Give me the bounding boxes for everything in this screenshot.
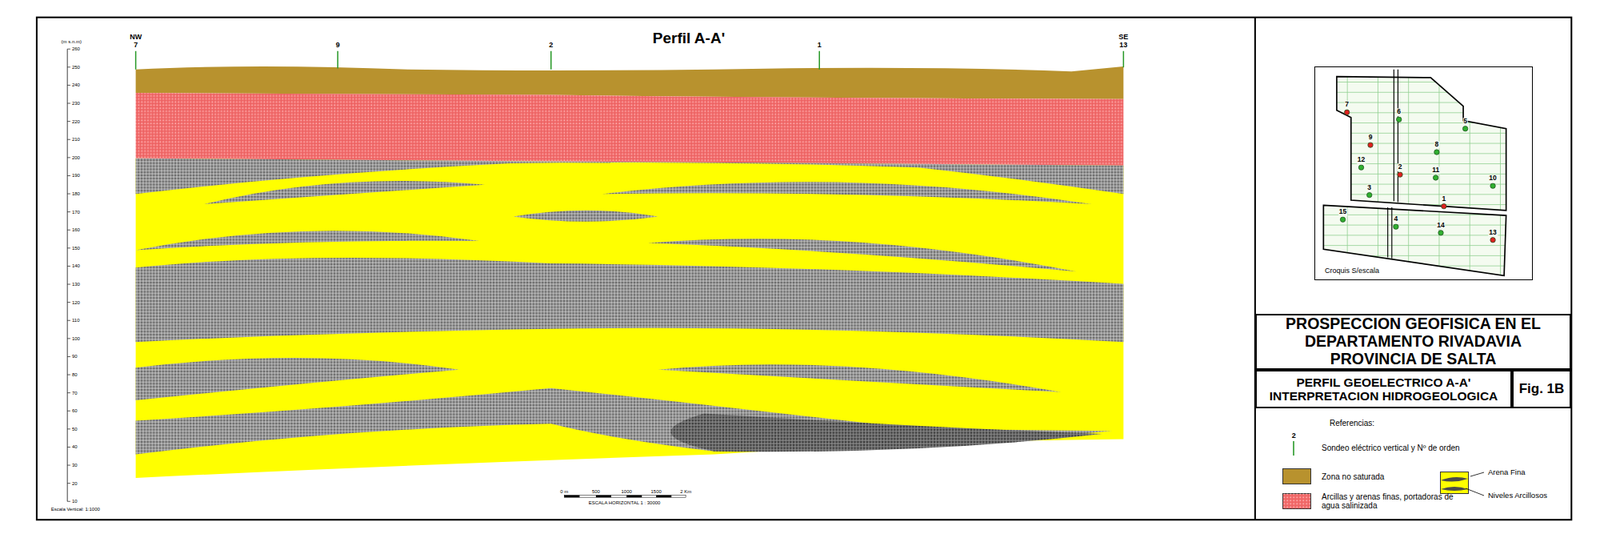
map-sounding-number: 6: [1396, 108, 1402, 116]
map-sounding-number: 13: [1488, 228, 1497, 236]
scale-bar-label: 1000: [620, 488, 632, 494]
axis-tick-label: 100: [72, 336, 80, 342]
map-sounding-number: 4: [1393, 216, 1400, 224]
sounding-number: 1: [817, 41, 822, 50]
sounding-number: 7: [133, 41, 138, 50]
map-sounding-number: 14: [1436, 221, 1445, 229]
legend-text: Arcillas y arenas finas, portadoras de a…: [1321, 492, 1456, 510]
map-sounding-number: 2: [1397, 164, 1404, 172]
axis-tick-label: 50: [72, 426, 78, 432]
axis-tick-label: 170: [72, 208, 80, 215]
legend-heading: Referencias:: [1329, 418, 1375, 428]
direction-label: SE: [1118, 33, 1128, 42]
legend-text: Sondeo eléctrico vertical y Nº de orden: [1321, 443, 1460, 452]
profile-title: Perfil A-A': [652, 30, 725, 48]
sounding-number: 2: [548, 41, 553, 50]
scale-bar-label: 1500: [650, 488, 661, 494]
map-inset-box: Croquis S/escala: [1314, 66, 1533, 280]
axis-tick-label: 190: [72, 172, 80, 179]
axis-tick-label: 80: [72, 372, 78, 378]
axis-tick-label: 40: [72, 444, 78, 450]
map-sounding-number: 11: [1431, 166, 1440, 174]
axis-unit: (m s.n.m): [61, 39, 82, 45]
title-block-cell: PERFIL GEOELECTRICO A-A' INTERPRETACION …: [1255, 369, 1512, 408]
map-sounding-number: 8: [1434, 140, 1440, 148]
axis-tick-label: 90: [72, 353, 78, 360]
axis-tick-label: 200: [72, 155, 80, 161]
map-sounding-number: 9: [1368, 134, 1374, 142]
axis-tick-label: 220: [72, 118, 80, 124]
axis-tick-label: 230: [72, 100, 80, 107]
horizontal-scale-note: ESCALA HORIZONTAL 1 : 30000: [588, 499, 661, 505]
vertical-scale-note: Escala Vertical: 1:1000: [51, 506, 100, 512]
axis-tick-label: 120: [72, 299, 80, 305]
legend-text: Niveles Arcillosos: [1488, 491, 1548, 500]
axis-tick-label: 160: [72, 227, 80, 233]
direction-label: NW: [129, 33, 142, 42]
scale-bar-label: 0 m: [560, 488, 568, 494]
axis-tick-label: 250: [72, 64, 80, 71]
axis-tick-label: 110: [72, 317, 80, 324]
scale-bar-label: 2 Km: [680, 488, 692, 494]
map-sounding-number: 7: [1344, 101, 1350, 109]
axis-tick-label: 180: [72, 191, 80, 197]
axis-tick-label: 70: [72, 389, 78, 396]
sounding-number: 13: [1119, 41, 1128, 50]
title-text: PERFIL GEOELECTRICO A-A' INTERPRETACION …: [1261, 375, 1506, 404]
map-sounding-number: 10: [1488, 175, 1497, 183]
axis-tick-label: 10: [72, 498, 78, 504]
map-sounding-number: 1: [1440, 195, 1447, 203]
title-block-cell: PROSPECCION GEOFISICA EN EL DEPARTAMENTO…: [1255, 313, 1572, 370]
legend-text: Arena Fina: [1488, 468, 1525, 476]
map-sounding-number: 3: [1366, 184, 1372, 192]
scale-bar-label: 500: [592, 488, 600, 494]
axis-tick-label: 260: [72, 46, 80, 52]
axis-tick-label: 150: [72, 245, 80, 252]
map-caption: Croquis S/escala: [1324, 266, 1380, 275]
axis-tick-label: 60: [72, 408, 78, 414]
map-sounding-number: 12: [1356, 156, 1366, 164]
axis-tick-label: 30: [72, 462, 78, 468]
axis-tick-label: 210: [72, 136, 80, 143]
title-text: Fig. 1B: [1519, 380, 1565, 396]
axis-tick-label: 140: [72, 263, 80, 269]
title-text: PROSPECCION GEOFISICA EN EL DEPARTAMENTO…: [1263, 315, 1564, 368]
axis-tick-label: 130: [72, 281, 80, 288]
axis-tick-label: 20: [72, 480, 78, 486]
axis-tick-label: 240: [72, 82, 80, 88]
figure-number-box: Fig. 1B: [1512, 369, 1572, 408]
sounding-number: 9: [336, 41, 340, 50]
legend-swatch: [1282, 468, 1312, 484]
map-sounding-number: 15: [1338, 208, 1348, 216]
map-sounding-number: 5: [1462, 117, 1468, 125]
legend-sounding-number: 2: [1292, 432, 1296, 440]
legend-text: Zona no saturada: [1321, 472, 1384, 481]
